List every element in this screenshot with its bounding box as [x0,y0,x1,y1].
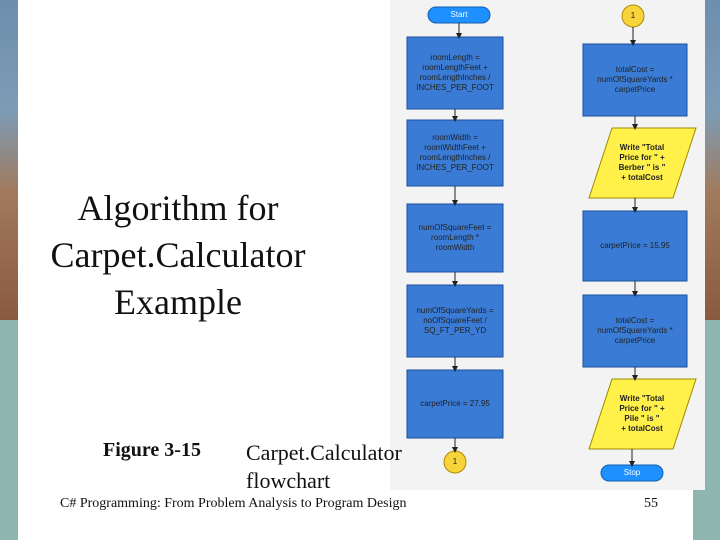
right-io-1 [588,127,697,199]
flowchart: Start roomLength = roomLengthFeet + room… [390,0,705,490]
title-line-3: Example [114,282,242,322]
right-process-3-label: totalCost = numOfSquareYards * carpetPri… [597,316,673,345]
right-io-2 [588,378,697,450]
left-process-3-label: numOfSquareFeet = roomLength * roomWidth [418,223,492,252]
start-label: Start [450,10,468,19]
figure-caption: Carpet.Calculator flowchart [246,439,426,495]
left-connector-label: 1 [452,457,458,466]
slide-title: Algorithm for Carpet.Calculator Example [28,185,328,326]
left-process-4-label: numOfSquareYards = noOfSquareFeet / SQ_F… [416,306,494,335]
right-process-1-label: totalCost = numOfSquareYards * carpetPri… [597,65,673,94]
title-line-1: Algorithm for [77,188,279,228]
title-line-2: Carpet.Calculator [50,235,306,275]
right-io-2-label: Write "Total Price for " + Pile " is " +… [619,394,665,433]
right-connector-label: 1 [630,11,636,20]
page-number: 55 [644,496,658,511]
right-process-3 [582,294,688,368]
right-process-1 [582,43,688,117]
right-process-2-label: carpetPrice = 15.95 [600,241,670,250]
left-process-1 [406,36,504,110]
flowchart-connectors [406,4,697,482]
right-io-1-label: Write "Total Price for " + Berber " is "… [618,143,666,182]
right-process-2 [582,210,688,282]
figure-label: Figure 3-15 [103,439,201,461]
stop-label: Stop [623,468,641,477]
figure-caption-line-1: Carpet.Calculator [246,440,402,465]
figure-caption-line-2: flowchart [246,468,331,493]
slide-footer: C# Programming: From Problem Analysis to… [60,496,407,511]
left-process-1-label: roomLength = roomLengthFeet + roomLength… [416,53,494,92]
left-process-5-label: carpetPrice = 27.95 [420,399,490,408]
left-process-2-label: roomWidth = roomWidthFeet + roomLengthIn… [416,133,494,172]
